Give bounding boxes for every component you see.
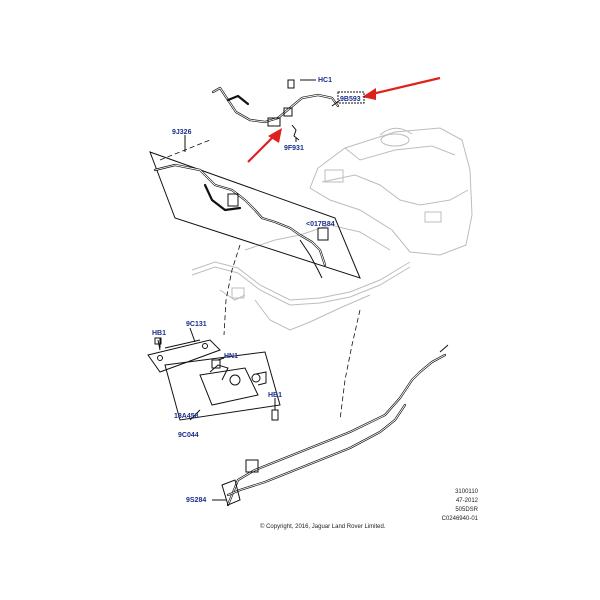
callout-9c044: 9C044 (178, 432, 199, 439)
callout-9c131: 9C131 (186, 321, 207, 328)
callout-hb1-left: HB1 (152, 330, 166, 337)
fuel-tank-outline (244, 127, 473, 256)
top-hose-assembly (211, 79, 340, 141)
callout-017b84: <017B84 (306, 221, 335, 228)
canister-assembly (147, 337, 281, 421)
fuel-line-9s284 (221, 344, 449, 507)
reference-block: 3100110 47-2012 505DSR C0246940-01 (442, 489, 479, 522)
callout-9j326: 9J326 (172, 129, 192, 136)
callout-9f931: 9F931 (284, 145, 304, 152)
copyright-notice: © Copyright, 2016, Jaguar Land Rover Lim… (260, 523, 386, 530)
callout-hc1: HC1 (318, 77, 332, 84)
ref-line-4: C0246940-01 (442, 516, 479, 522)
callout-hb1-right: HB1 (268, 392, 282, 399)
ref-line-1: 3100110 (455, 489, 479, 495)
hose-9j326-box (149, 151, 361, 279)
callout-9b593: 9B593 (340, 96, 361, 103)
ref-line-2: 47-2012 (456, 498, 479, 504)
ref-line-3: 505DSR (455, 507, 478, 513)
callout-9s284: 9S284 (186, 497, 206, 504)
callout-18a458: 18A458 (174, 413, 199, 420)
highlight-arrows (247, 76, 441, 163)
mid-hose-routing (191, 261, 411, 331)
leader-lines (159, 79, 365, 501)
callout-hn1: HN1 (224, 353, 238, 360)
